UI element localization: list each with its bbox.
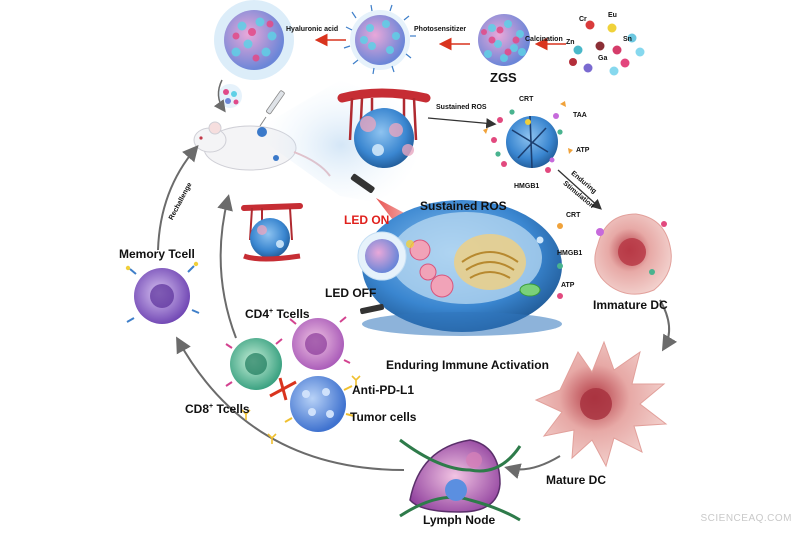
element-ga: Ga [598, 55, 608, 62]
led-flashlight-off [360, 303, 384, 315]
taa-label: TAA [573, 112, 587, 119]
blood-vessel-top [337, 88, 431, 168]
atp-top-label: ATP [576, 147, 590, 154]
element-sn: Sn [623, 36, 632, 43]
maturation-arrow [659, 299, 678, 352]
memory-tcell-label: Memory Tcell [119, 247, 195, 261]
migration-arrow [504, 455, 561, 479]
blood-vessel-left [241, 203, 303, 262]
hmgb1-mid-label: HMGB1 [557, 250, 583, 257]
hyaluronic-acid-label: Hyaluronic acid [286, 26, 339, 33]
ha-coated-nanoparticle [214, 0, 294, 80]
blocking-cross [269, 377, 297, 401]
element-cr: Cr [579, 16, 587, 23]
led-off-label: LED OFF [325, 286, 377, 300]
lymph-node-label: Lymph Node [423, 513, 496, 527]
nanoparticle-near-cell [357, 231, 407, 281]
cd4-tcell [289, 316, 351, 370]
atp-mid-label: ATP [561, 282, 575, 289]
mature-dc [534, 340, 668, 468]
tumor-cell [284, 376, 355, 432]
element-eu: Eu [608, 12, 617, 19]
lymph-node [399, 438, 522, 522]
element-dots [569, 20, 645, 76]
photosensitizer-label: Photosensitizer [414, 26, 467, 33]
mature-dc-label: Mature DC [546, 473, 607, 487]
led-on-label: LED ON [344, 213, 390, 227]
rechallenge-arrow [157, 144, 199, 251]
dying-tumor-cell [483, 101, 573, 173]
anti-pd-l1-label: Anti-PD-L1 [352, 383, 414, 397]
injection-particles [218, 84, 242, 108]
syringe-icon [259, 90, 285, 127]
cd4-tcells-label: CD4+ Tcells [245, 307, 310, 321]
tumor-cells-label: Tumor cells [350, 410, 417, 424]
anti-pd-l1-antibodies [241, 375, 361, 444]
injection-arrow [213, 79, 226, 113]
tcell-to-mouse-arrow [217, 194, 237, 339]
photosensitizer-nanoparticle [343, 4, 416, 75]
crt-mid-label: CRT [566, 212, 581, 219]
immature-dc [594, 213, 672, 295]
cd8-tcells-label: CD8+ Tcells [185, 402, 250, 416]
cd8-tcell [225, 338, 283, 390]
memory-tcell [125, 261, 200, 324]
enduring-stimulation-arrow [557, 169, 602, 210]
calcination-label: Calcination [525, 36, 563, 43]
sustained-ros-main-label: Sustained ROS [420, 199, 507, 213]
sustained-ros-arrow-label: Sustained ROS [436, 104, 487, 111]
zgs-label: ZGS [490, 70, 517, 85]
hmgb1-top-label: HMGB1 [514, 183, 540, 190]
zgs-nanoparticle [478, 14, 530, 66]
element-zn: Zn [566, 39, 575, 46]
immature-dc-label: Immature DC [593, 298, 668, 312]
watermark: SCIENCEAQ.COM [700, 513, 792, 524]
cancer-cell-main [362, 200, 562, 336]
sustained-ros-arrow [427, 117, 497, 129]
enduring-immune-activation-label: Enduring Immune Activation [386, 358, 549, 372]
crt-top-label: CRT [519, 96, 534, 103]
damp-icons [557, 223, 563, 299]
